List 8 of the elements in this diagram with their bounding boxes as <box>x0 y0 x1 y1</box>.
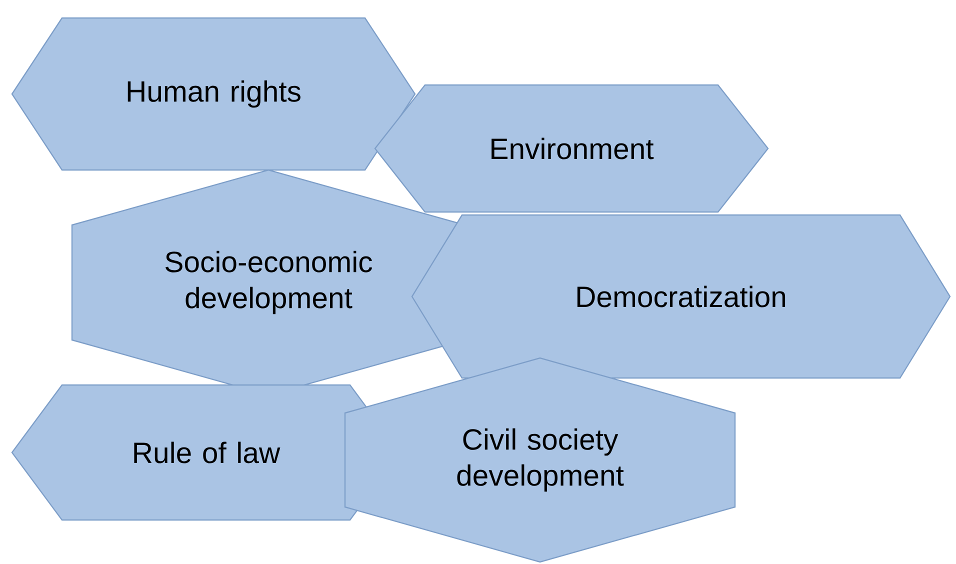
node-label: Civil society development <box>457 428 624 492</box>
node-label: Democratization <box>577 286 786 308</box>
hexagon: Rule of law <box>11 384 401 521</box>
hexagon: Human rights <box>11 17 416 171</box>
hexagon: Socio-economic development <box>71 169 466 396</box>
hexagon: Civil society development <box>344 357 736 563</box>
hexagon: Environment <box>374 84 769 213</box>
hexagon: Democratization <box>411 214 951 379</box>
